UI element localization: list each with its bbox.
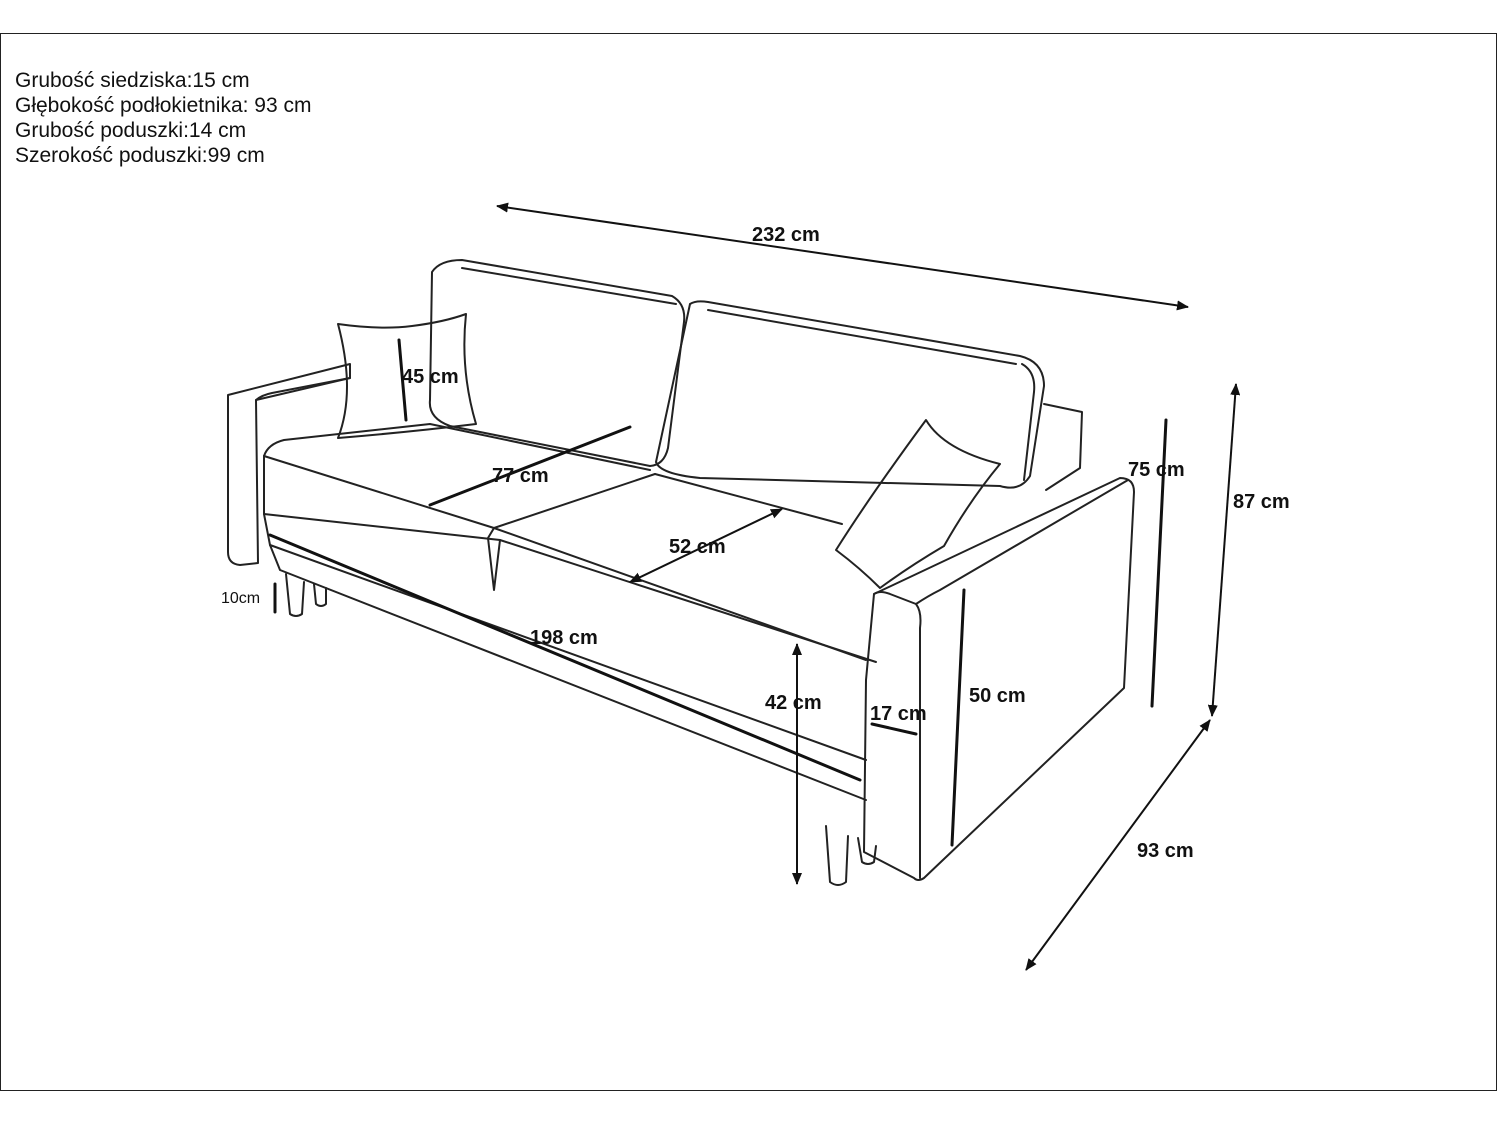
armrest-width-line	[870, 722, 918, 736]
specs-list: Grubość siedziska:15 cm Głębokość podłok…	[15, 68, 312, 168]
back-height-label: 75 cm	[1128, 459, 1185, 481]
leg-height-label: 10cm	[221, 590, 260, 607]
sleeping-width-line	[268, 533, 862, 782]
pillow-size-line	[397, 338, 408, 422]
sleeping-depth-arrow	[629, 508, 783, 583]
dimension-marks	[268, 202, 1241, 971]
seat-height-label: 42 cm	[765, 692, 822, 714]
seat-depth-line	[428, 425, 632, 507]
total-height-label: 87 cm	[1233, 491, 1290, 513]
dimension-labels: 232 cm 87 cm 75 cm 93 cm 77 cm 52 cm 198…	[221, 224, 1290, 862]
sleeping-depth-label: 52 cm	[669, 536, 726, 558]
spec-cushion-width: Szerokość poduszki:99 cm	[15, 144, 265, 167]
total-height-arrow	[1207, 383, 1241, 717]
total-width-arrow	[496, 202, 1189, 311]
armrest-width-label: 17 cm	[870, 703, 927, 725]
armrest-height-label: 50 cm	[969, 685, 1026, 707]
spec-seat-thickness: Grubość siedziska:15 cm	[15, 69, 250, 92]
depth-arrow	[1025, 719, 1211, 971]
back-height-line	[1150, 418, 1168, 708]
diagram-frame	[0, 33, 1497, 1091]
sleeping-width-label: 198 cm	[530, 627, 598, 649]
seat-depth-label: 77 cm	[492, 465, 549, 487]
pillow-size-label: 45 cm	[402, 366, 459, 388]
depth-label: 93 cm	[1137, 840, 1194, 862]
armrest-height-line	[950, 588, 966, 847]
spec-armrest-depth: Głębokość podłokietnika: 93 cm	[15, 94, 312, 117]
spec-cushion-thickness: Grubość poduszki:14 cm	[15, 119, 247, 142]
total-width-label: 232 cm	[752, 224, 820, 246]
